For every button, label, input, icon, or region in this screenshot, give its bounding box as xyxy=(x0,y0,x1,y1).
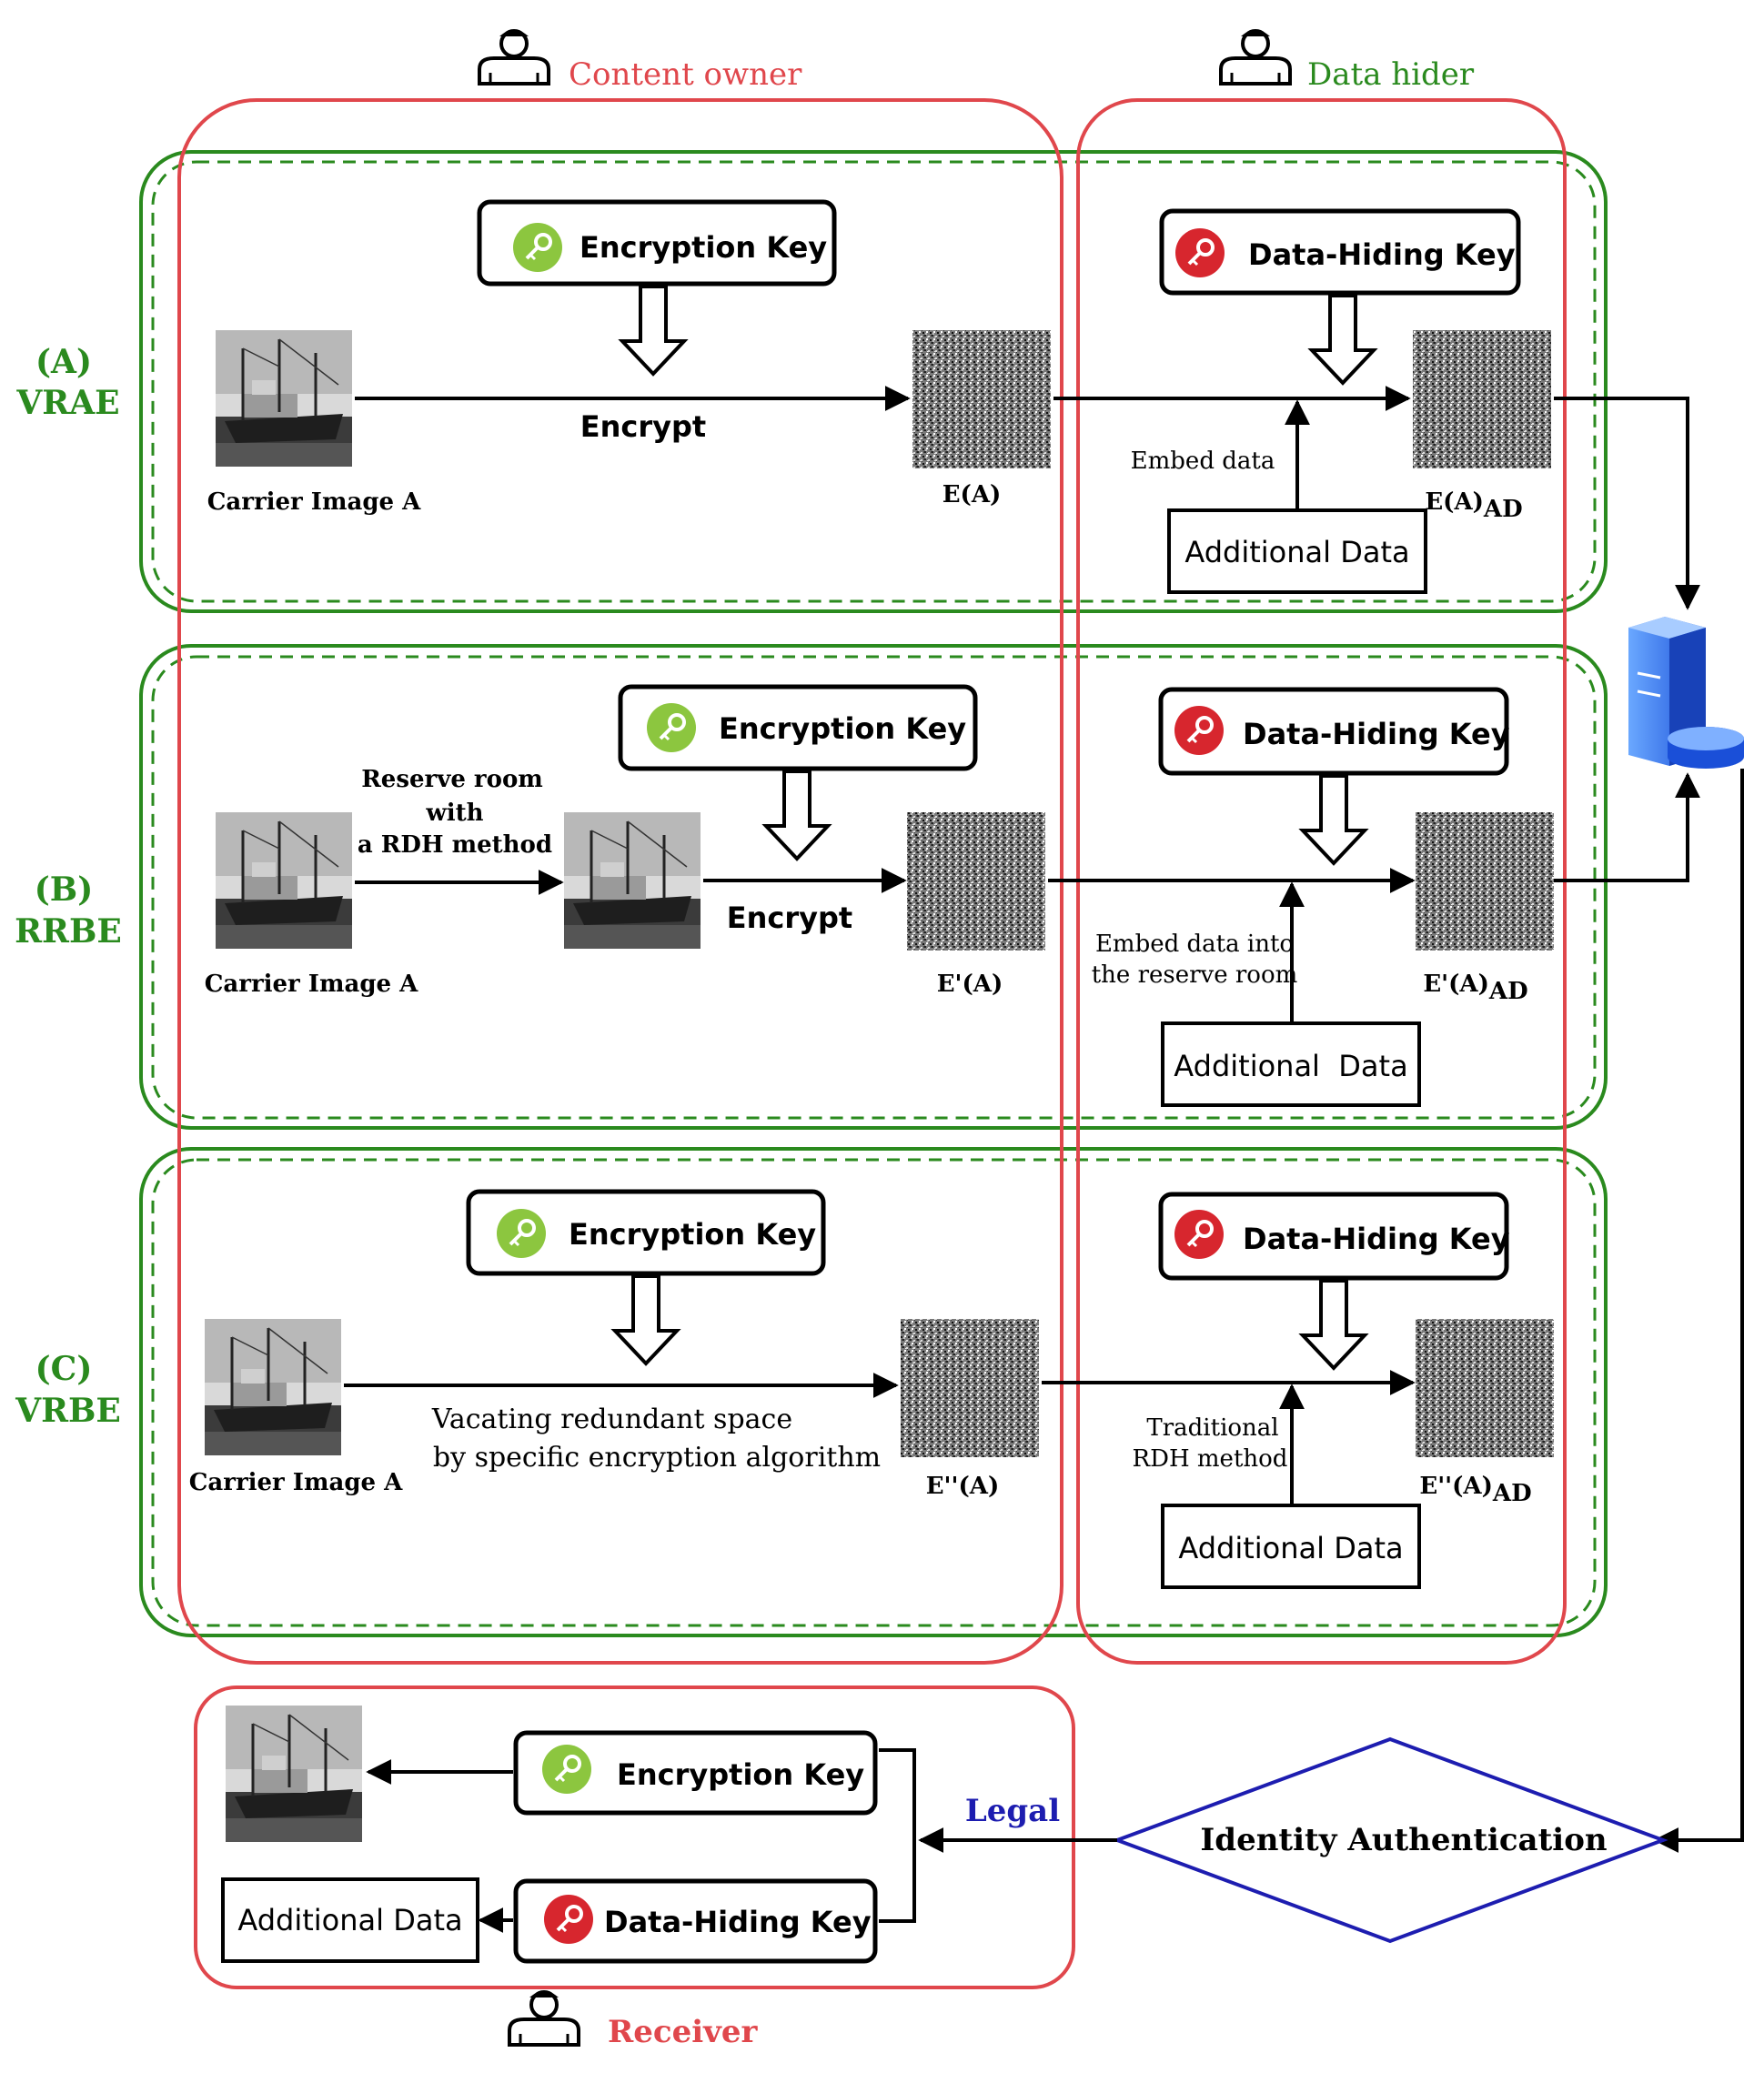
hollow-down-arrow xyxy=(1301,1279,1366,1370)
receiver-bracket xyxy=(879,1748,916,1923)
reserve-room-label: with xyxy=(425,800,483,827)
section-b-dashed-frame xyxy=(151,655,1597,1120)
green-key-icon xyxy=(645,701,698,754)
carrier-image-label: Carrier Image A xyxy=(189,1469,403,1496)
green-key-icon xyxy=(511,221,564,274)
encrypted-image-label: E'(A) xyxy=(937,971,1003,998)
additional-data-label: Additional Data xyxy=(1174,1049,1407,1083)
encrypt-label: Encrypt xyxy=(580,409,706,444)
additional-data-box xyxy=(221,1877,479,1963)
encrypted-image-label: E''(A) xyxy=(926,1473,1000,1500)
additional-data-label: Additional Data xyxy=(237,1903,462,1937)
carrier-image-a xyxy=(203,1317,343,1457)
download-arrow xyxy=(1653,769,1744,1853)
data-hiding-key-label: Data-Hiding Key xyxy=(604,1905,872,1939)
encrypted-image xyxy=(912,330,1051,468)
additional-data-box xyxy=(1161,1504,1421,1589)
hollow-down-arrow xyxy=(613,1274,679,1365)
encryption-key-label: Encryption Key xyxy=(569,1217,816,1252)
hollow-down-arrow xyxy=(1310,294,1376,385)
embed-data-label: Embed data xyxy=(1131,448,1275,475)
data-hiding-key-label: Data-Hiding Key xyxy=(1243,717,1510,751)
recovered-image xyxy=(224,1704,364,1844)
section-a-letter: (A) xyxy=(35,343,92,381)
traditional-rdh-label: RDH method xyxy=(1133,1445,1288,1473)
server-icon xyxy=(1628,617,1744,769)
section-c-name: VRBE xyxy=(15,1392,121,1430)
hollow-down-arrow xyxy=(620,285,686,376)
data-hiding-key-box xyxy=(513,1878,878,1964)
additional-data-label: Additional Data xyxy=(1178,1531,1403,1565)
upload-arrow-b xyxy=(1554,772,1700,882)
section-c-frame xyxy=(139,1147,1608,1637)
section-c-letter: (C) xyxy=(35,1350,93,1388)
receiver-icon xyxy=(508,1989,580,2047)
green-key-icon xyxy=(540,1743,593,1796)
receiver-frame xyxy=(194,1686,1075,1989)
red-key-icon xyxy=(542,1893,595,1946)
reserve-room-label: a RDH method xyxy=(358,831,552,859)
data-hider-icon xyxy=(1219,28,1292,86)
section-c-dashed-frame xyxy=(151,1158,1597,1627)
encrypted-image xyxy=(907,812,1045,951)
section-a-dashed-frame xyxy=(151,160,1597,603)
encrypt-label: Encrypt xyxy=(727,901,852,935)
data-hiding-key-box xyxy=(1158,1192,1509,1281)
identity-authentication-diamond xyxy=(1112,1736,1668,1944)
red-key-icon xyxy=(1173,704,1225,757)
upload-arrow-a xyxy=(1554,397,1700,610)
encryption-key-label: Encryption Key xyxy=(580,230,827,265)
section-b-name: RRBE xyxy=(15,912,122,951)
data-hiding-key-box xyxy=(1159,208,1521,296)
marked-encrypted-image xyxy=(1416,812,1554,951)
embed-into-label: the reserve room xyxy=(1092,961,1298,989)
identity-authentication-label: Identity Authentication xyxy=(1200,1822,1607,1858)
section-b-frame xyxy=(139,644,1608,1130)
data-hiding-key-box xyxy=(1158,687,1509,776)
hollow-down-arrow xyxy=(1301,774,1366,865)
section-a-name: VRAE xyxy=(15,384,119,422)
section-b-letter: (B) xyxy=(35,870,94,909)
embed-into-label: Embed data into xyxy=(1095,931,1294,958)
section-a-frame xyxy=(139,150,1608,613)
encryption-key-label: Encryption Key xyxy=(617,1757,864,1792)
reserve-room-label: Reserve room xyxy=(361,766,543,793)
marked-encrypted-image xyxy=(1416,1319,1554,1457)
reserved-image xyxy=(562,810,702,951)
marked-image-label: E'(A)AD xyxy=(1423,971,1527,1005)
encrypted-image-label: E(A) xyxy=(942,481,1002,508)
data-hider-label: Data hider xyxy=(1307,56,1475,93)
marked-image-label: E(A)AD xyxy=(1425,488,1522,523)
marked-encrypted-image xyxy=(1413,330,1551,468)
traditional-rdh-label: Traditional xyxy=(1146,1414,1278,1442)
content-owner-icon xyxy=(478,28,550,86)
vacate-label: Vacating redundant space xyxy=(431,1404,792,1435)
additional-data-label: Additional Data xyxy=(1184,535,1409,569)
carrier-image-label: Carrier Image A xyxy=(207,488,421,516)
encryption-key-label: Encryption Key xyxy=(719,711,966,746)
encryption-key-box xyxy=(466,1189,826,1276)
additional-data-box xyxy=(1161,1021,1421,1107)
red-key-icon xyxy=(1174,226,1226,279)
vacate-label: by specific encryption algorithm xyxy=(433,1442,881,1474)
green-key-icon xyxy=(495,1207,548,1260)
additional-data-box xyxy=(1167,508,1427,594)
carrier-image-a xyxy=(214,328,354,468)
carrier-image-a xyxy=(214,810,354,951)
encryption-key-box xyxy=(513,1730,878,1816)
red-key-icon xyxy=(1173,1208,1225,1261)
encryption-key-box xyxy=(477,199,837,287)
hollow-down-arrow xyxy=(764,770,830,860)
carrier-image-label: Carrier Image A xyxy=(205,971,418,998)
marked-image-label: E''(A)AD xyxy=(1419,1473,1531,1507)
encrypted-image xyxy=(901,1319,1039,1457)
data-hiding-key-label: Data-Hiding Key xyxy=(1243,1222,1510,1256)
legal-label: Legal xyxy=(965,1793,1060,1829)
encryption-key-box xyxy=(618,684,978,771)
receiver-label: Receiver xyxy=(608,2014,759,2050)
data-hiding-key-label: Data-Hiding Key xyxy=(1248,237,1516,272)
content-owner-label: Content owner xyxy=(569,56,802,93)
